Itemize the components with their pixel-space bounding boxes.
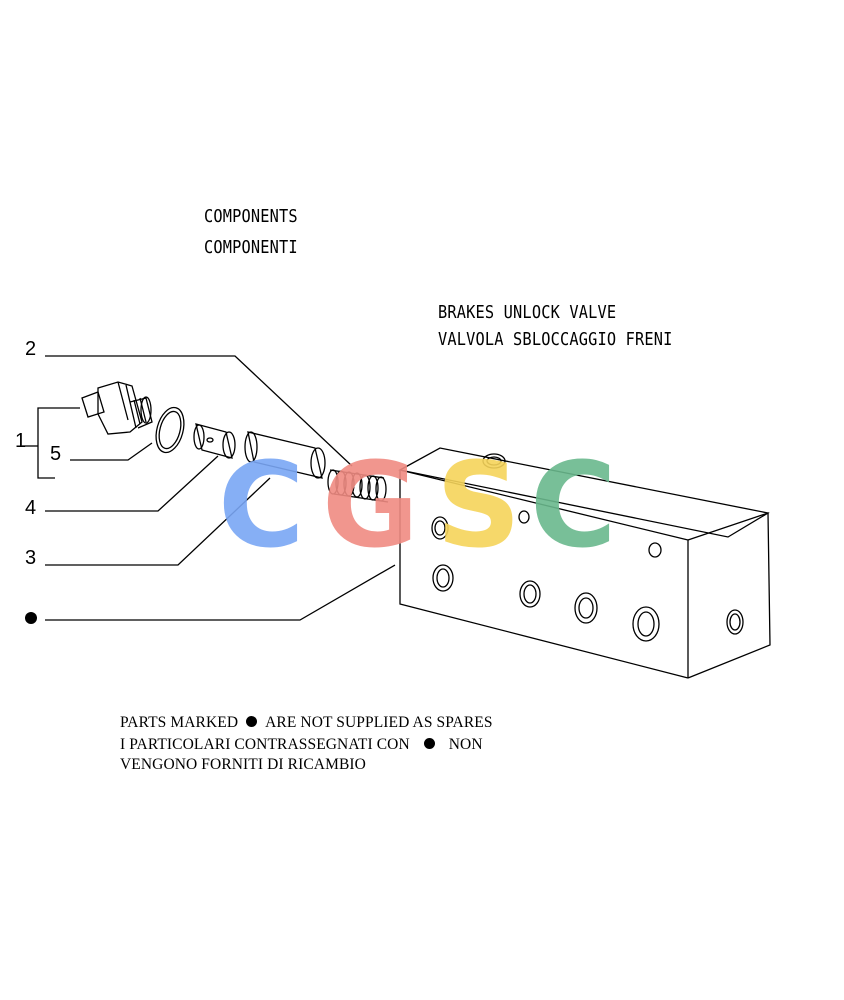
not-supplied-marker-dot bbox=[25, 612, 37, 624]
note-line-1-b: ARE NOT SUPPLIED AS SPARES bbox=[265, 714, 493, 731]
title-it: VALVOLA SBLOCCAGGIO FRENI bbox=[438, 329, 673, 350]
valve-body-block bbox=[398, 447, 771, 679]
title-en: BRAKES UNLOCK VALVE bbox=[438, 302, 617, 323]
o-ring-part-5 bbox=[155, 406, 185, 454]
watermark-letter-g: G bbox=[322, 436, 419, 574]
cgsc-watermark: C G S C bbox=[218, 436, 617, 574]
marker-dot-icon bbox=[423, 738, 435, 749]
leader-line-4 bbox=[45, 455, 219, 512]
leader-line-2 bbox=[45, 355, 353, 467]
fitting-part-1 bbox=[81, 381, 153, 435]
note-line-2-a: I PARTICOLARI CONTRASSEGNATI CON bbox=[120, 736, 410, 753]
spring-part-2 bbox=[327, 469, 389, 503]
callout-4: 4 bbox=[25, 497, 37, 519]
piston-part-3 bbox=[244, 431, 326, 479]
callout-3: 3 bbox=[25, 547, 37, 569]
marker-dot-icon bbox=[246, 716, 258, 727]
sleeve-part-4 bbox=[193, 423, 236, 459]
leader-line-5 bbox=[70, 442, 153, 461]
components-heading-it: COMPONENTI bbox=[204, 237, 298, 258]
note-line-2: I PARTICOLARI CONTRASSEGNATI CON NON bbox=[120, 736, 483, 754]
watermark-letter-c1: C bbox=[218, 436, 305, 574]
callout-5: 5 bbox=[50, 443, 62, 465]
callout-1: 1 bbox=[15, 430, 27, 452]
leader-line-dot bbox=[45, 564, 396, 621]
callout-2: 2 bbox=[25, 338, 37, 360]
bracket-part-1 bbox=[37, 407, 80, 479]
note-line-3: VENGONO FORNITI DI RICAMBIO bbox=[120, 756, 366, 773]
watermark-letter-s: S bbox=[436, 436, 521, 574]
watermark-letter-c2: C bbox=[530, 436, 617, 574]
note-line-2-b: NON bbox=[448, 736, 483, 753]
note-line-1: PARTS MARKED ARE NOT SUPPLIED AS SPARES bbox=[120, 714, 493, 732]
note-line-1-a: PARTS MARKED bbox=[120, 714, 239, 731]
components-heading-en: COMPONENTS bbox=[204, 206, 298, 227]
leader-line-3 bbox=[45, 477, 271, 566]
